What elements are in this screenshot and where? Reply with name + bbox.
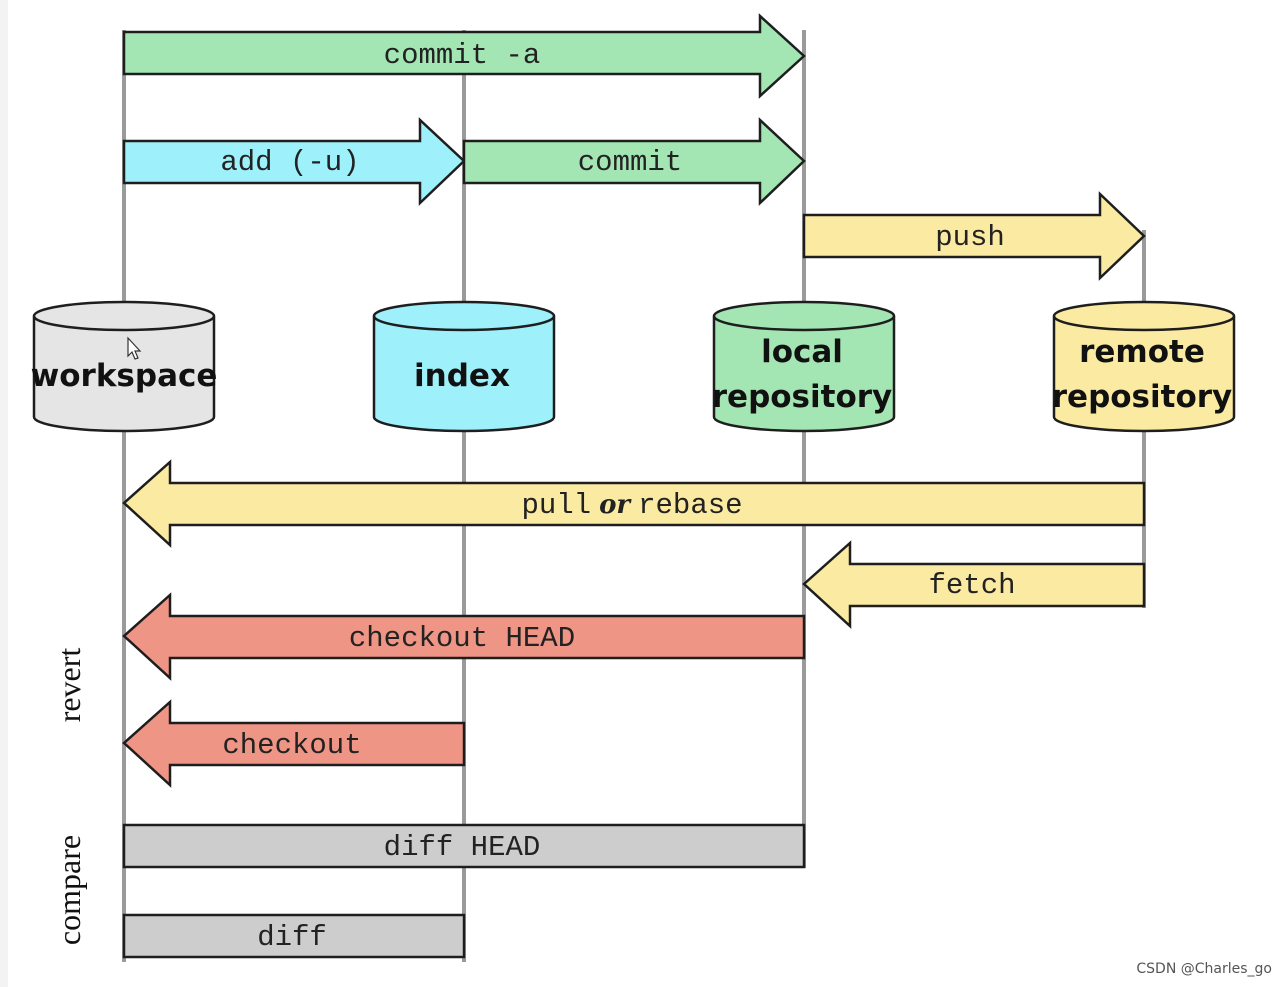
diff-label: diff — [257, 921, 327, 954]
diff-head-bar-shape — [122, 823, 806, 869]
local-repository-cylinder: local repository — [712, 300, 896, 433]
add-arrow: add (-u) — [122, 117, 466, 206]
rebase-label: rebase — [638, 489, 742, 522]
push-label: push — [935, 221, 1005, 254]
push-arrow-shape — [802, 191, 1146, 281]
remote-repository-label-line2: repository — [1052, 379, 1233, 415]
pull-rebase-arrow-shape — [122, 459, 1146, 548]
checkout-arrow: checkout — [122, 699, 466, 788]
left-margin-strip — [0, 0, 8, 987]
commit-arrow-shape — [462, 117, 806, 206]
workspace-cylinder: workspace — [31, 300, 218, 433]
add-arrow-shape — [122, 117, 466, 206]
fetch-label: fetch — [928, 569, 1015, 602]
diff-head-bar: diff HEAD — [122, 823, 806, 869]
commit-a-arrow: commit -a — [122, 13, 806, 99]
local-repository-label-line2: repository — [712, 379, 893, 415]
checkout-label: checkout — [222, 729, 361, 762]
commit-arrow: commit — [462, 117, 806, 206]
revert-group-label: revert — [51, 648, 87, 723]
index-label: index — [414, 358, 510, 394]
commit-a-arrow-shape — [122, 13, 806, 99]
or-label: or — [599, 490, 632, 520]
remote-repository-label-line1: remote — [1079, 334, 1205, 370]
fetch-arrow: fetch — [802, 540, 1146, 629]
mouse-cursor-icon — [127, 336, 142, 360]
local-repository-label-line1: local — [761, 334, 843, 370]
checkout-head-label: checkout HEAD — [349, 622, 575, 655]
diff-bar: diff — [122, 913, 466, 959]
add-label: add (-u) — [220, 146, 359, 179]
compare-group-label: compare — [51, 835, 87, 945]
diff-bar-shape — [122, 913, 466, 959]
index-cylinder: index — [372, 300, 556, 433]
checkout-head-arrow: checkout HEAD — [122, 592, 806, 681]
pull-label: pull — [521, 489, 591, 522]
push-arrow: push — [802, 191, 1146, 281]
workspace-label: workspace — [31, 358, 218, 394]
watermark: CSDN @Charles_go — [1136, 961, 1272, 977]
commit-label: commit — [578, 146, 682, 179]
commit-a-label: commit -a — [384, 39, 541, 72]
checkout-head-arrow-shape — [122, 592, 806, 681]
diff-head-label: diff HEAD — [384, 831, 541, 864]
fetch-arrow-shape — [802, 540, 1146, 629]
checkout-arrow-shape — [122, 699, 466, 788]
remote-repository-cylinder: remote repository — [1052, 300, 1236, 433]
